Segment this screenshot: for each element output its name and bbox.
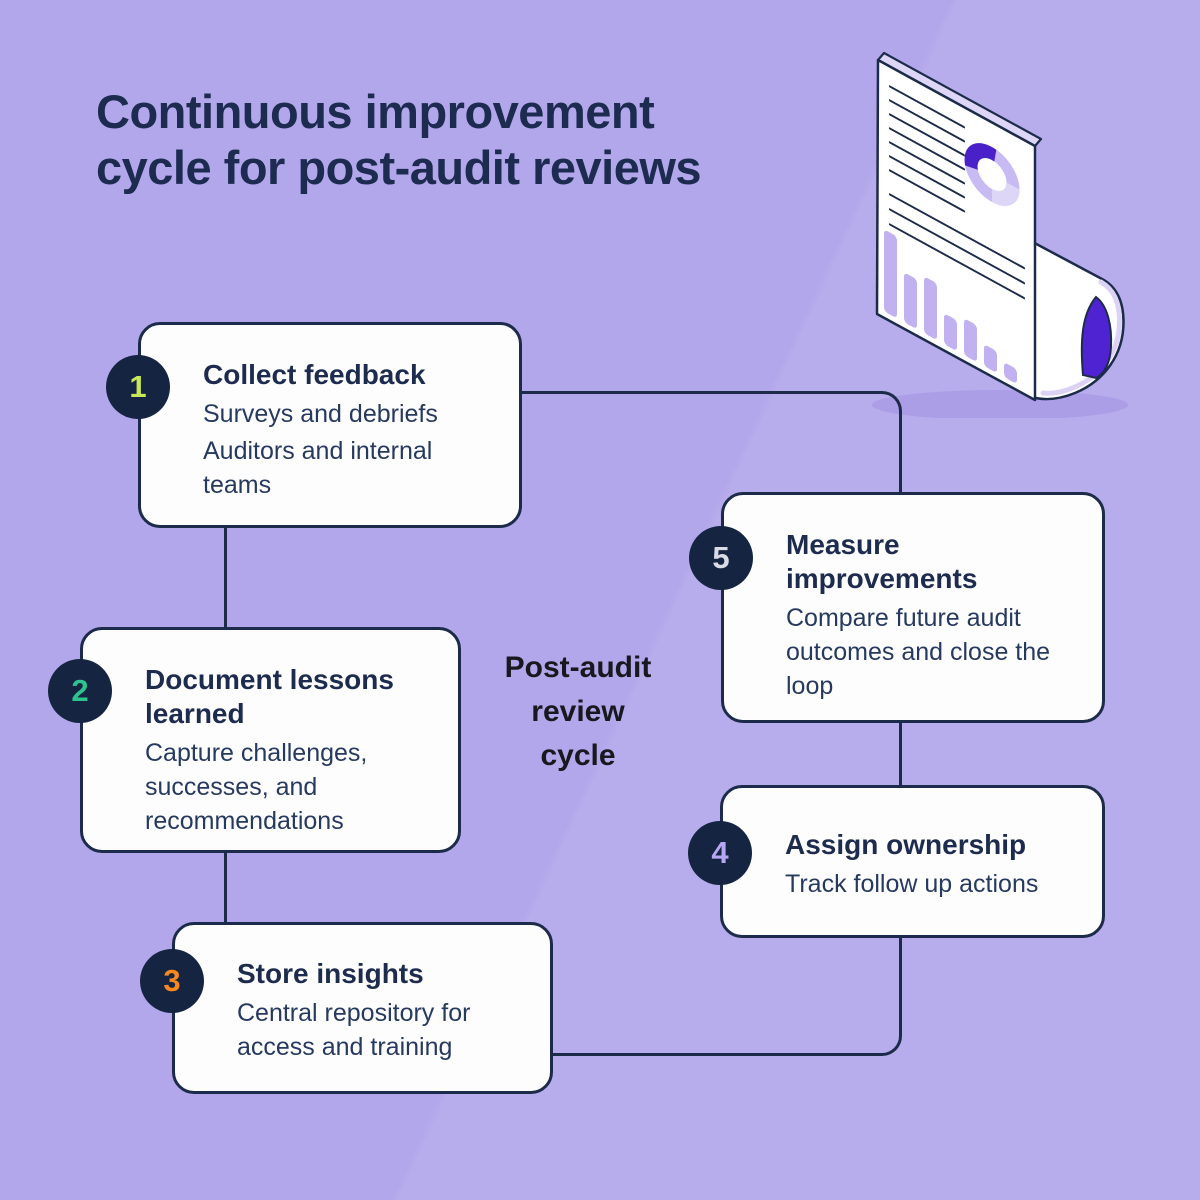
- connector-step5-to-step4: [899, 721, 902, 787]
- connector-step1-to-step2: [224, 525, 227, 629]
- cycle-center-label: Post-audit review cycle: [504, 651, 652, 772]
- step-1-number-badge: 1: [106, 355, 170, 419]
- bar-chart-icon: [884, 230, 1017, 383]
- step-card-5: 5 Measure improvements Compare future au…: [689, 492, 1105, 723]
- step-1-title: Collect feedback: [203, 359, 426, 390]
- step-2-description: Capture challenges, successes, and recom…: [145, 739, 368, 835]
- step-3-number-badge: 3: [140, 949, 204, 1013]
- step-4-title: Assign ownership: [785, 829, 1027, 860]
- step-1-description: Surveys and debriefs: [203, 400, 438, 428]
- step-5-number-badge: 5: [689, 526, 753, 590]
- page-shadow: [872, 390, 1128, 418]
- step-4-description: Track follow up actions: [785, 870, 1039, 898]
- step-card-1: 1 Collect feedback Surveys and debriefs …: [106, 322, 522, 528]
- connector-step4-to-step3: [553, 936, 902, 1056]
- step-4-number-badge: 4: [688, 821, 752, 885]
- step-3-title: Store insights: [237, 958, 424, 989]
- step-5-title: Measure improvements: [786, 529, 978, 594]
- connector-step2-to-step3: [224, 850, 227, 924]
- step-card-2: 2 Document lessons learned Capture chall…: [48, 627, 461, 853]
- step-3-description: Central repository for access and traini…: [237, 999, 471, 1061]
- donut-chart-icon: [964, 143, 1020, 206]
- step-2-title: Document lessons learned: [145, 664, 394, 729]
- step-1-description-2: Auditors and internal teams: [203, 437, 433, 499]
- step-card-4: 4 Assign ownership Track follow up actio…: [688, 785, 1105, 938]
- step-2-number-badge: 2: [48, 659, 112, 723]
- page-curl: [1025, 237, 1125, 401]
- page-title: Continuous improvement cycle for post-au…: [96, 85, 702, 194]
- connector-step1-to-step5: [521, 391, 902, 492]
- text-lines: [888, 85, 1026, 300]
- step-card-3: 3 Store insights Central repository for …: [140, 922, 553, 1094]
- report-document-illustration: [872, 51, 1128, 418]
- step-5-description: Compare future audit outcomes and close …: [786, 604, 1051, 700]
- curl-inner-opening: [1080, 295, 1113, 380]
